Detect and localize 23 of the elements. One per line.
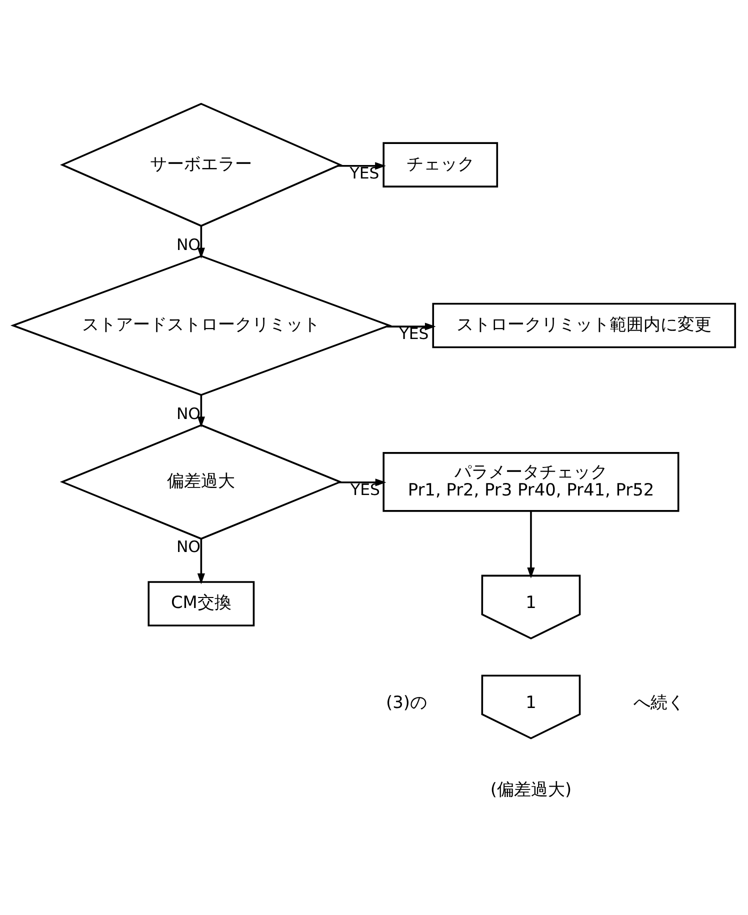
edge-label: YES xyxy=(350,479,380,498)
node-label: (3)の xyxy=(386,692,428,712)
arrow xyxy=(338,162,386,170)
node-label: へ続く xyxy=(634,692,685,712)
arrow xyxy=(197,226,205,258)
arrow xyxy=(527,510,535,578)
edge-label: NO xyxy=(176,403,201,422)
node-box: ストロークリミット範囲内に変更 xyxy=(432,302,736,348)
node-diamond: ストアードストロークリミット xyxy=(10,254,392,396)
arrow xyxy=(387,322,436,330)
arrow xyxy=(339,478,386,486)
arrow xyxy=(197,538,205,584)
node-box: パラメータチェック Pr1, Pr2, Pr3 Pr40, Pr41, Pr52 xyxy=(382,452,680,512)
arrow xyxy=(197,394,205,428)
node-box: チェック xyxy=(382,142,498,187)
edge-label: NO xyxy=(176,234,201,254)
node-diamond: サーボエラー xyxy=(60,102,342,226)
edge-label: NO xyxy=(176,536,201,556)
node-box: CM交換 xyxy=(148,580,255,626)
node-diamond: 偏差過大 xyxy=(60,424,342,540)
edge-label: YES xyxy=(399,324,429,343)
node-label: (偏差過大) xyxy=(490,778,572,798)
edge-label: YES xyxy=(350,162,380,182)
